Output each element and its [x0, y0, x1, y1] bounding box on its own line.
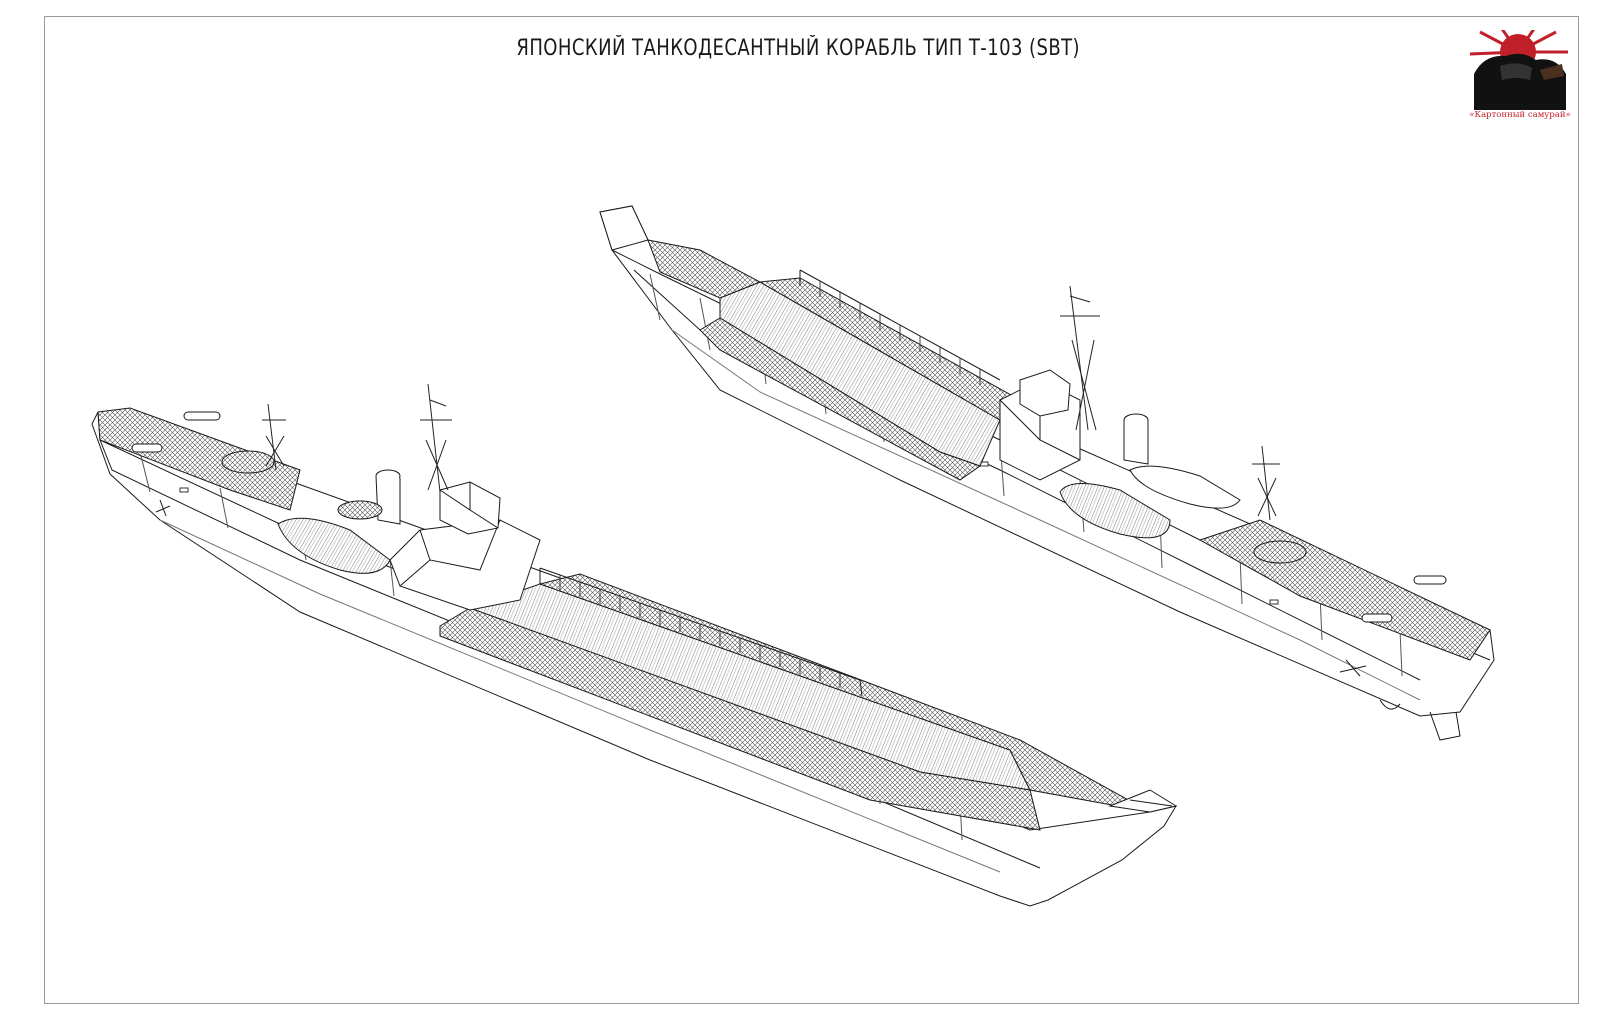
sheet-title: ЯПОНСКИЙ ТАНКОДЕСАНТНЫЙ КОРАБЛЬ ТИП Т-10…: [516, 36, 1081, 61]
ship1-superstructure: [389, 519, 541, 611]
ship-upper-right: [599, 205, 1495, 741]
sheet-frame: [44, 16, 1579, 1004]
rising-sun-logo-icon: [1470, 30, 1568, 110]
ship2-boat: [1059, 482, 1171, 539]
ship1-boat: [277, 517, 391, 574]
ship1-fore-deck: [97, 407, 301, 511]
logo-caption: «Картонный самурай»: [1469, 110, 1571, 120]
ship-lower-left: [91, 383, 1178, 907]
